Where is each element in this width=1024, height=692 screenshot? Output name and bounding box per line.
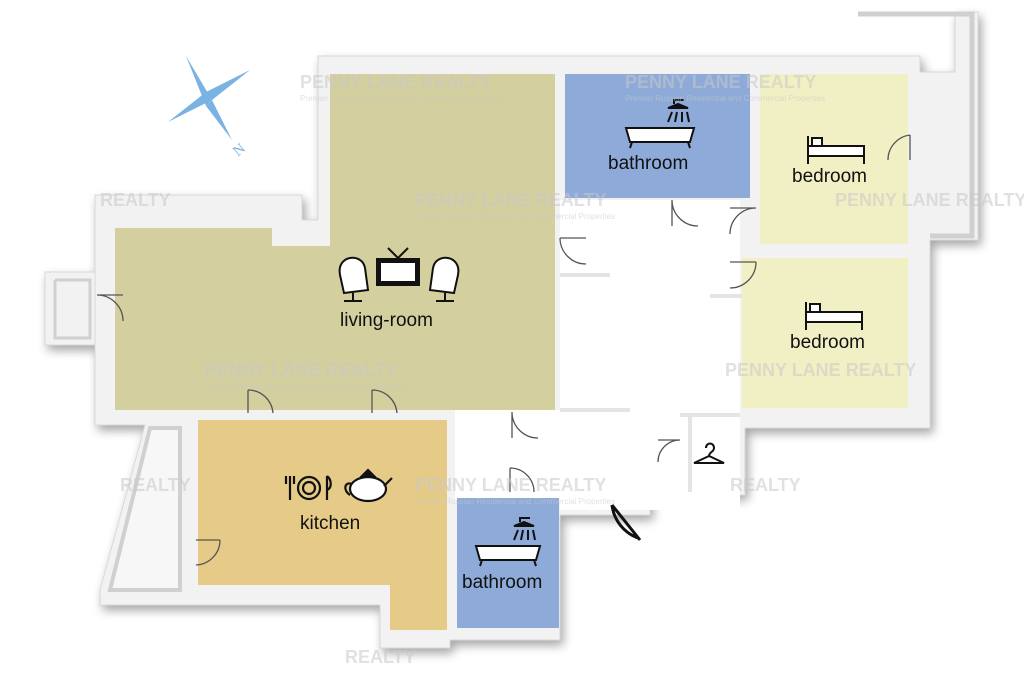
living-room: living-room [115,74,555,410]
bed-icon-top [807,136,865,164]
watermark-tagline-2: Premier Russian Residential and Commerci… [625,94,825,103]
door-closet [657,439,681,463]
bedroom-top: bedroom [760,74,908,244]
bed-icon-bottom [805,302,863,330]
balcony-top-right [858,11,975,239]
watermarks: PENNY LANE REALTY Premier Russian Reside… [100,72,1024,667]
watermark-brand-5: PENNY LANE REALTY [415,475,606,495]
watermark-brand-1: PENNY LANE REALTY [300,72,491,92]
door-living-hall [511,411,539,439]
hanger-icon [693,442,725,464]
door-bath-top [671,199,699,227]
bathtub-shower-icon-top [624,99,696,149]
door-living-right [559,237,587,265]
hall-floor [560,200,740,510]
watermark-tagline-5: Premier Russian Residential and Commerci… [415,497,615,506]
bedroom-bottom: bedroom [742,258,908,408]
door-kitchen-2 [371,389,398,414]
kitchen: kitchen [198,420,447,630]
door-bedroom-balcony [887,134,911,161]
watermark-fragment-1: REALTY [100,190,171,210]
watermark-fragment-3: REALTY [730,475,801,495]
compass-icon: N [168,56,250,160]
bedroom-bottom-label: bedroom [790,332,865,353]
watermark-fragment-2: REALTY [120,475,191,495]
bathroom-bottom: bathroom [457,498,559,628]
watermark-brand-6: PENNY LANE REALTY [725,360,916,380]
living-room-label: living-room [340,310,433,331]
plate-cutlery-icon [284,475,332,501]
watermark-brand-3: PENNY LANE REALTY [415,190,606,210]
watermark-tagline-1: Premier Russian Residential and Commerci… [300,94,500,103]
watermark-tagline-3: Premier Russian Residential and Commerci… [415,212,615,221]
bathroom-top-label: bathroom [608,153,688,174]
tv-icon [376,247,420,286]
entrance-door [610,504,642,541]
doors [96,134,911,566]
watermark-fragment-4: REALTY [345,647,416,667]
watermark-brand-7: PENNY LANE REALTY [835,190,1024,210]
teapot-icon [344,468,393,503]
bathtub-shower-icon-bottom [474,517,542,567]
door-balcony-left [96,294,124,322]
door-bath-bottom [509,467,535,493]
balcony-left [107,426,182,592]
watermark-tagline-4: Premier Russian Residential and Commerci… [205,382,405,391]
interior-walls [560,273,742,492]
bathroom-bottom-label: bathroom [462,572,542,593]
door-bed-top [729,207,757,235]
door-bed-bottom [729,261,757,289]
bedroom-top-label: bedroom [792,166,867,187]
armchair-right-icon [428,256,460,302]
watermark-brand-4: PENNY LANE REALTY [205,360,396,380]
compass-label: N [230,141,249,160]
kitchen-label: kitchen [300,513,360,534]
door-kitchen-balcony [195,539,221,566]
door-kitchen-1 [247,389,274,414]
armchair-left-icon [338,256,370,302]
watermark-brand-2: PENNY LANE REALTY [625,72,816,92]
